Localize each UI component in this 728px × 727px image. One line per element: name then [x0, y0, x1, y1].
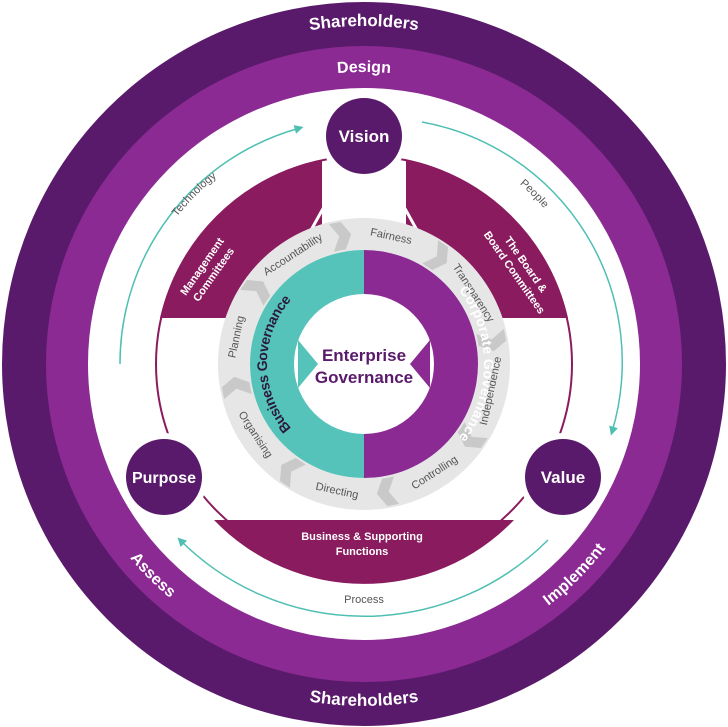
- band-board: [406, 160, 568, 318]
- shareholders-top-label: Shareholders: [308, 11, 420, 34]
- process-ring-chevron: [422, 240, 449, 271]
- enterprise-governance-line2: Governance: [315, 368, 413, 387]
- band-business-label-line2: Functions: [336, 546, 389, 558]
- process-ring-chevron: [376, 476, 400, 507]
- process-ring-chevron: [240, 279, 271, 306]
- technology-arrow: [119, 125, 304, 365]
- design-label: Design: [336, 59, 391, 77]
- enterprise-governance-line1: Enterprise: [322, 346, 406, 365]
- node-vision-label: Vision: [339, 127, 390, 146]
- process-ring-chevron: [221, 376, 252, 400]
- node-purpose: Purpose: [120, 433, 208, 521]
- core-center: [294, 294, 434, 434]
- process-ring-arrows: [221, 221, 507, 507]
- process-arrow: [177, 537, 549, 617]
- core-left-notch: [298, 340, 318, 388]
- process-ring-chevron: [476, 328, 507, 352]
- band-management: [160, 160, 322, 318]
- process-ring-chevron: [279, 457, 306, 488]
- node-vision: Vision: [320, 92, 408, 180]
- people-arrow: [421, 121, 623, 436]
- shareholders-bottom-label: Shareholders: [309, 687, 420, 710]
- node-value: Value: [519, 433, 607, 521]
- band-business: [214, 520, 514, 584]
- node-purpose-label: Purpose: [132, 470, 196, 487]
- process-ring-chevron: [457, 422, 488, 449]
- core-right-notch: [410, 340, 430, 388]
- band-business-label-line1: Business & Supporting: [301, 531, 423, 543]
- process-ring-chevron: [328, 221, 352, 252]
- process-label: Process: [344, 594, 384, 606]
- node-value-label: Value: [541, 468, 585, 487]
